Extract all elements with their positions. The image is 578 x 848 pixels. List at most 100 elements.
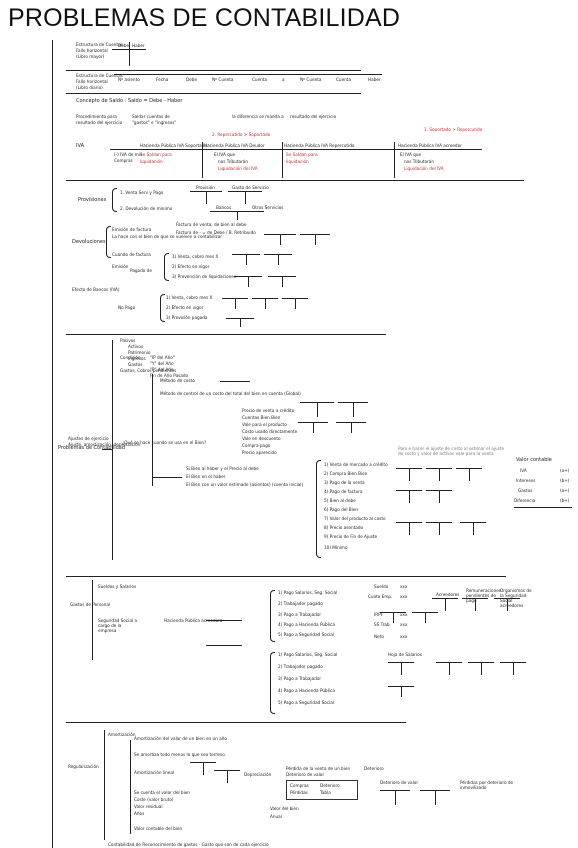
prov-item-1: 1. Venta Serv y Pago	[120, 190, 164, 195]
emis-t-2	[264, 254, 292, 265]
valor-item-2: Intereses	[516, 478, 536, 483]
iva-header-1: Hacienda Pública IVA Soportado	[140, 143, 207, 148]
page-title: PROBLEMAS DE CONTABILIDAD	[8, 4, 401, 32]
bien-pasado-b: El Bien en el haber	[186, 474, 226, 479]
sal-t-5	[412, 612, 438, 623]
pencil-note: Para e hacer el ajuste de costo al estim…	[398, 446, 505, 456]
sueldo-mark-2: xxx	[400, 594, 408, 599]
gastos-brace-1	[270, 590, 275, 642]
lower-text-3: Deterioro de valor	[380, 780, 419, 785]
sueldo-mark-5: xxx	[400, 634, 408, 639]
ajustes-cobros: Gastos, Cobros pendientes	[120, 368, 177, 373]
debe-label-1: Debe	[118, 43, 130, 48]
remuneraciones-label: Remuneraciones pendientes de pago	[466, 588, 501, 603]
g2-item-3: 3) Pago a Trabajador	[278, 676, 322, 681]
deterioro-2: Deterioro de valor	[286, 772, 325, 777]
iva-label: IVA	[76, 143, 84, 149]
prov-t-3	[210, 211, 264, 220]
prov-item-2: 2. Devolución de mínimo	[120, 206, 173, 211]
cond-1: Condición	[120, 355, 141, 360]
section-divider-top	[66, 180, 524, 182]
np-t-4	[226, 318, 254, 327]
paso-final-8: 8) Precio asentado	[324, 525, 364, 530]
estructura-1c-label: (Libro mayor)	[76, 54, 105, 59]
dev-t-1	[264, 234, 296, 245]
lower-spine	[112, 340, 113, 560]
sal2-t-1	[388, 662, 414, 675]
journal-col-9: Haber	[368, 77, 381, 82]
red-note-1: 1. Soportado > Repercutido	[424, 127, 483, 132]
iva-r3-2: nos Tributarán	[218, 159, 249, 164]
efecto-label: Efecto de Bancos (IVA)	[72, 287, 120, 292]
ajustes-sub: Ajuste, amortización, depreciación	[68, 442, 141, 447]
precio-5: Vale en descuento	[242, 436, 281, 441]
fin-t-4	[396, 490, 422, 503]
iva-left-1: (-) IVA de mis	[114, 152, 143, 157]
acreedores-label: Acreedores	[436, 592, 460, 597]
paso-final-5: 5) Bien al debe	[324, 498, 356, 503]
journal-col-3: Debe	[186, 77, 198, 82]
fin-t-3	[456, 468, 482, 481]
precio-3: Vale para el producto	[242, 422, 287, 427]
paso-final-6: 6) Pago del Bien	[324, 507, 359, 512]
gastos-spine	[92, 580, 93, 660]
deterioro-1: Pérdida de la venta de un bien	[286, 766, 351, 771]
sueldo-label-1: Sueldo	[374, 584, 389, 589]
iva-r2-3: Se Saldan para	[286, 152, 318, 157]
provisiones-brace	[112, 188, 117, 212]
hoja-salarios: Hoja de Salarios	[388, 652, 422, 657]
estructura-2c-label: (Libro diario)	[76, 85, 103, 90]
pasos-brace	[164, 253, 169, 281]
procedimiento-2: Saldar cuentas de	[132, 114, 170, 119]
top-divider-1	[66, 70, 361, 71]
iva-header-2: Hacienda Pública IVA Deudor	[204, 143, 265, 148]
prov-table-2: Gasto de Servicio	[232, 185, 269, 190]
gastos-arrow-1	[206, 620, 242, 621]
dev-right-2: Factura de - = de Debe / B. Retribuido	[176, 230, 256, 235]
lower-text-2: Anual	[270, 814, 282, 819]
valor-underline	[514, 507, 572, 508]
gastos-arrow-2	[206, 645, 242, 646]
paso-final-2: 2) Compra Bien Bien	[324, 471, 368, 476]
no-pago-2: 2) Efecto en vigor	[166, 305, 204, 310]
pedir-label: ¿Qué se hace cuando se usa en el Bien?	[122, 440, 207, 445]
precio-1: Precio de venta a crédito	[242, 408, 295, 413]
iva-header-rule	[110, 149, 482, 150]
paso-final-4: 4) Pago de factura	[324, 489, 363, 494]
valor-item-r1: (a+)	[560, 468, 570, 473]
fin-t-1	[396, 468, 422, 481]
amort-spine	[130, 740, 131, 834]
valor-item-r4: (b+)	[560, 498, 570, 503]
g1-item-5: 5) Pago a Seguridad Social	[278, 632, 335, 637]
footer-note: Contabilidad de Reconocimiento de gastos…	[108, 842, 269, 847]
regular-spine	[104, 730, 105, 840]
procedimiento-2b: "gastos" e "ingresos"	[132, 120, 177, 125]
lower-t-4	[336, 422, 366, 433]
amortizacion-label: Amortización	[108, 732, 136, 737]
g1-item-1: 1) Pago Salarios, Seg. Social	[278, 590, 338, 595]
iva-r4-2: Liquidación del IVA	[404, 166, 444, 171]
g2-item-1: 1) Pago Salarios, Seg. Social	[278, 652, 338, 657]
det-item-3: Deterioro	[320, 783, 340, 788]
deterioro-box	[286, 780, 358, 800]
g1-item-4: 4) Pago a Hacienda Pública	[278, 622, 335, 627]
fin-t-6	[396, 522, 422, 535]
hacienda-label: Hacienda Pública acreedora	[164, 618, 223, 623]
ajustes-patrimonio: Patrimonio	[128, 350, 151, 355]
paso-final-10: 10) Mínimo	[324, 545, 348, 550]
paso-final-9: 9) Precio de Fin de Ajuste	[324, 534, 378, 539]
procedimiento-1: Procedimiento para	[76, 114, 117, 119]
dev-item-1: Emisión de factura	[112, 227, 152, 232]
emis-t-3	[234, 276, 262, 287]
iva-r3-4: nos Tributarán	[404, 159, 435, 164]
det-item-1: Compras	[290, 783, 309, 788]
seguridad-label: Seguridad Social a cargo de la empresa	[98, 618, 137, 633]
section-divider-bottom	[66, 576, 506, 578]
valor-item-3: Gastos	[518, 488, 533, 493]
metodo-label: Método de costo	[160, 378, 195, 383]
fin-t-5	[426, 490, 452, 503]
metodo-arrow	[220, 381, 250, 382]
ajustes-ejercicio: Ajustes de ejercicio	[68, 436, 109, 441]
precio-2: Cuentas Bien Bien	[242, 415, 281, 420]
det-t-2	[420, 790, 450, 805]
